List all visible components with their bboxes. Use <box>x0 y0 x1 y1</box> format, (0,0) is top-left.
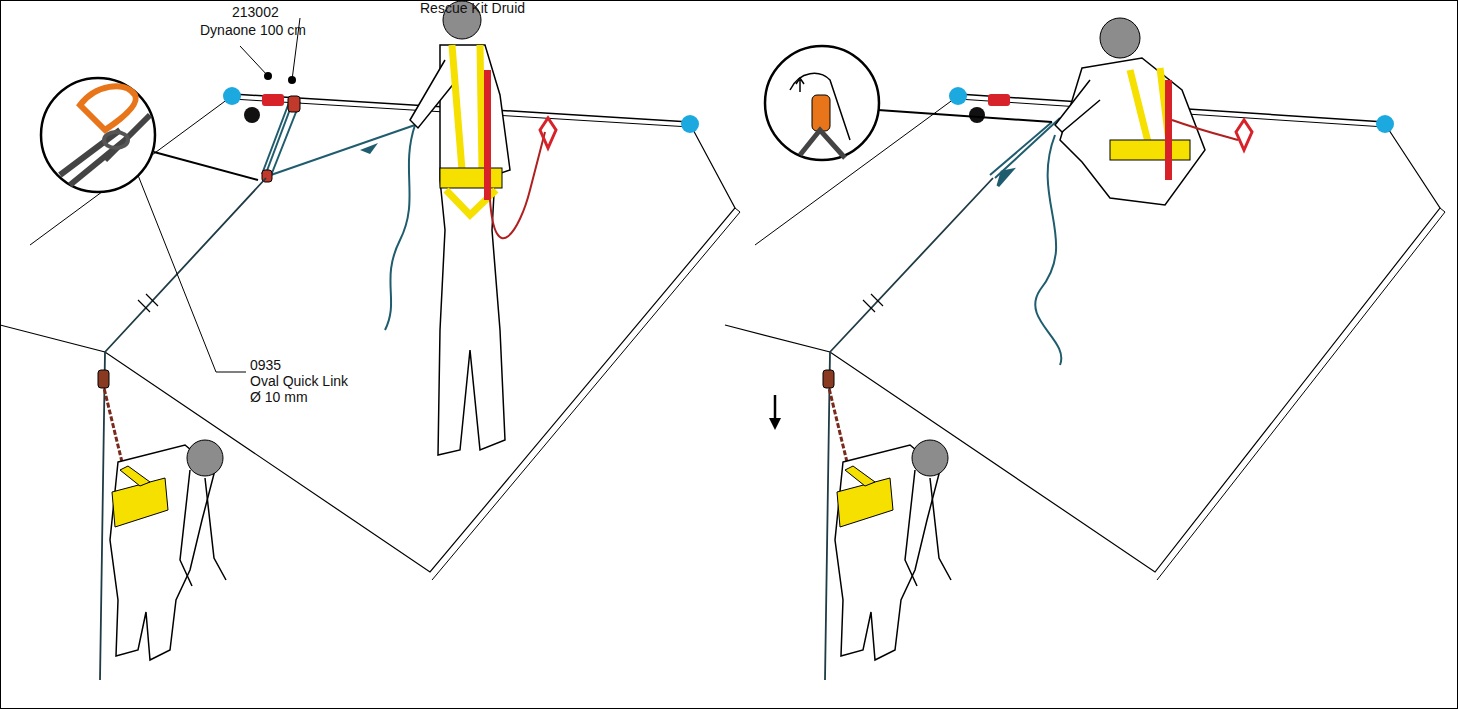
anchor-point <box>949 87 967 105</box>
callout-label: 213002 <box>232 4 279 20</box>
rope-slack <box>385 125 415 330</box>
lanyard <box>490 132 545 238</box>
callout-label: 0935 <box>250 357 281 373</box>
pulling-rope <box>268 125 415 176</box>
anchor-point <box>1376 115 1394 133</box>
rope-slack <box>1035 135 1061 365</box>
rescuer-body <box>438 45 510 455</box>
harness-strap <box>1130 68 1170 150</box>
harness-belt <box>440 168 502 188</box>
roof-edge <box>725 124 1440 572</box>
zoom-arrow <box>796 78 804 92</box>
break-mark <box>863 294 883 312</box>
arrow <box>769 418 781 430</box>
arrow <box>998 170 1012 186</box>
callout-label: Ø 10 mm <box>250 389 308 405</box>
rescuer-arm <box>1055 80 1100 132</box>
break-mark <box>138 294 158 312</box>
harness-belt <box>1110 140 1190 160</box>
pulley-rope <box>990 118 1060 178</box>
lanyard <box>1172 120 1238 140</box>
callout-label: Rescue Kit Druid <box>420 0 525 16</box>
leader-line <box>128 150 246 372</box>
helmet <box>1100 18 1140 58</box>
lanyard <box>484 70 491 200</box>
zoom-carabiner <box>80 86 136 130</box>
zoom-quick-link <box>104 132 128 148</box>
victim <box>98 370 226 660</box>
zoom-leader <box>878 110 1052 122</box>
arrow <box>360 143 378 154</box>
rescuer-body <box>1060 58 1205 205</box>
leader-dot <box>264 72 272 80</box>
rescuer-arm <box>410 60 455 128</box>
lanyard <box>1165 80 1172 180</box>
harness-strap <box>452 45 482 170</box>
lifeline-device <box>262 94 284 106</box>
rescue-kit <box>288 96 300 112</box>
anchor-point <box>223 87 241 105</box>
lifeline-absorber <box>244 107 260 123</box>
callout-label: Oval Quick Link <box>250 373 348 389</box>
zoom-rope <box>60 115 150 185</box>
lifeline-device <box>988 94 1010 106</box>
zoom-circle <box>41 78 155 192</box>
zoom-rope <box>800 130 845 158</box>
zoom-device <box>812 95 830 131</box>
victim <box>823 370 951 660</box>
anchor-point <box>681 115 699 133</box>
leader-dot <box>288 76 296 84</box>
zoom-leader <box>154 152 258 180</box>
zoom-circle <box>765 46 879 160</box>
roof-thickness <box>1157 208 1445 580</box>
callout-label: Dynaone 100 cm <box>200 22 306 38</box>
carabiner <box>540 118 556 148</box>
lifeline-absorber <box>969 107 985 123</box>
leader-line <box>240 46 268 76</box>
carabiner <box>1236 120 1252 150</box>
arrow <box>774 395 777 420</box>
